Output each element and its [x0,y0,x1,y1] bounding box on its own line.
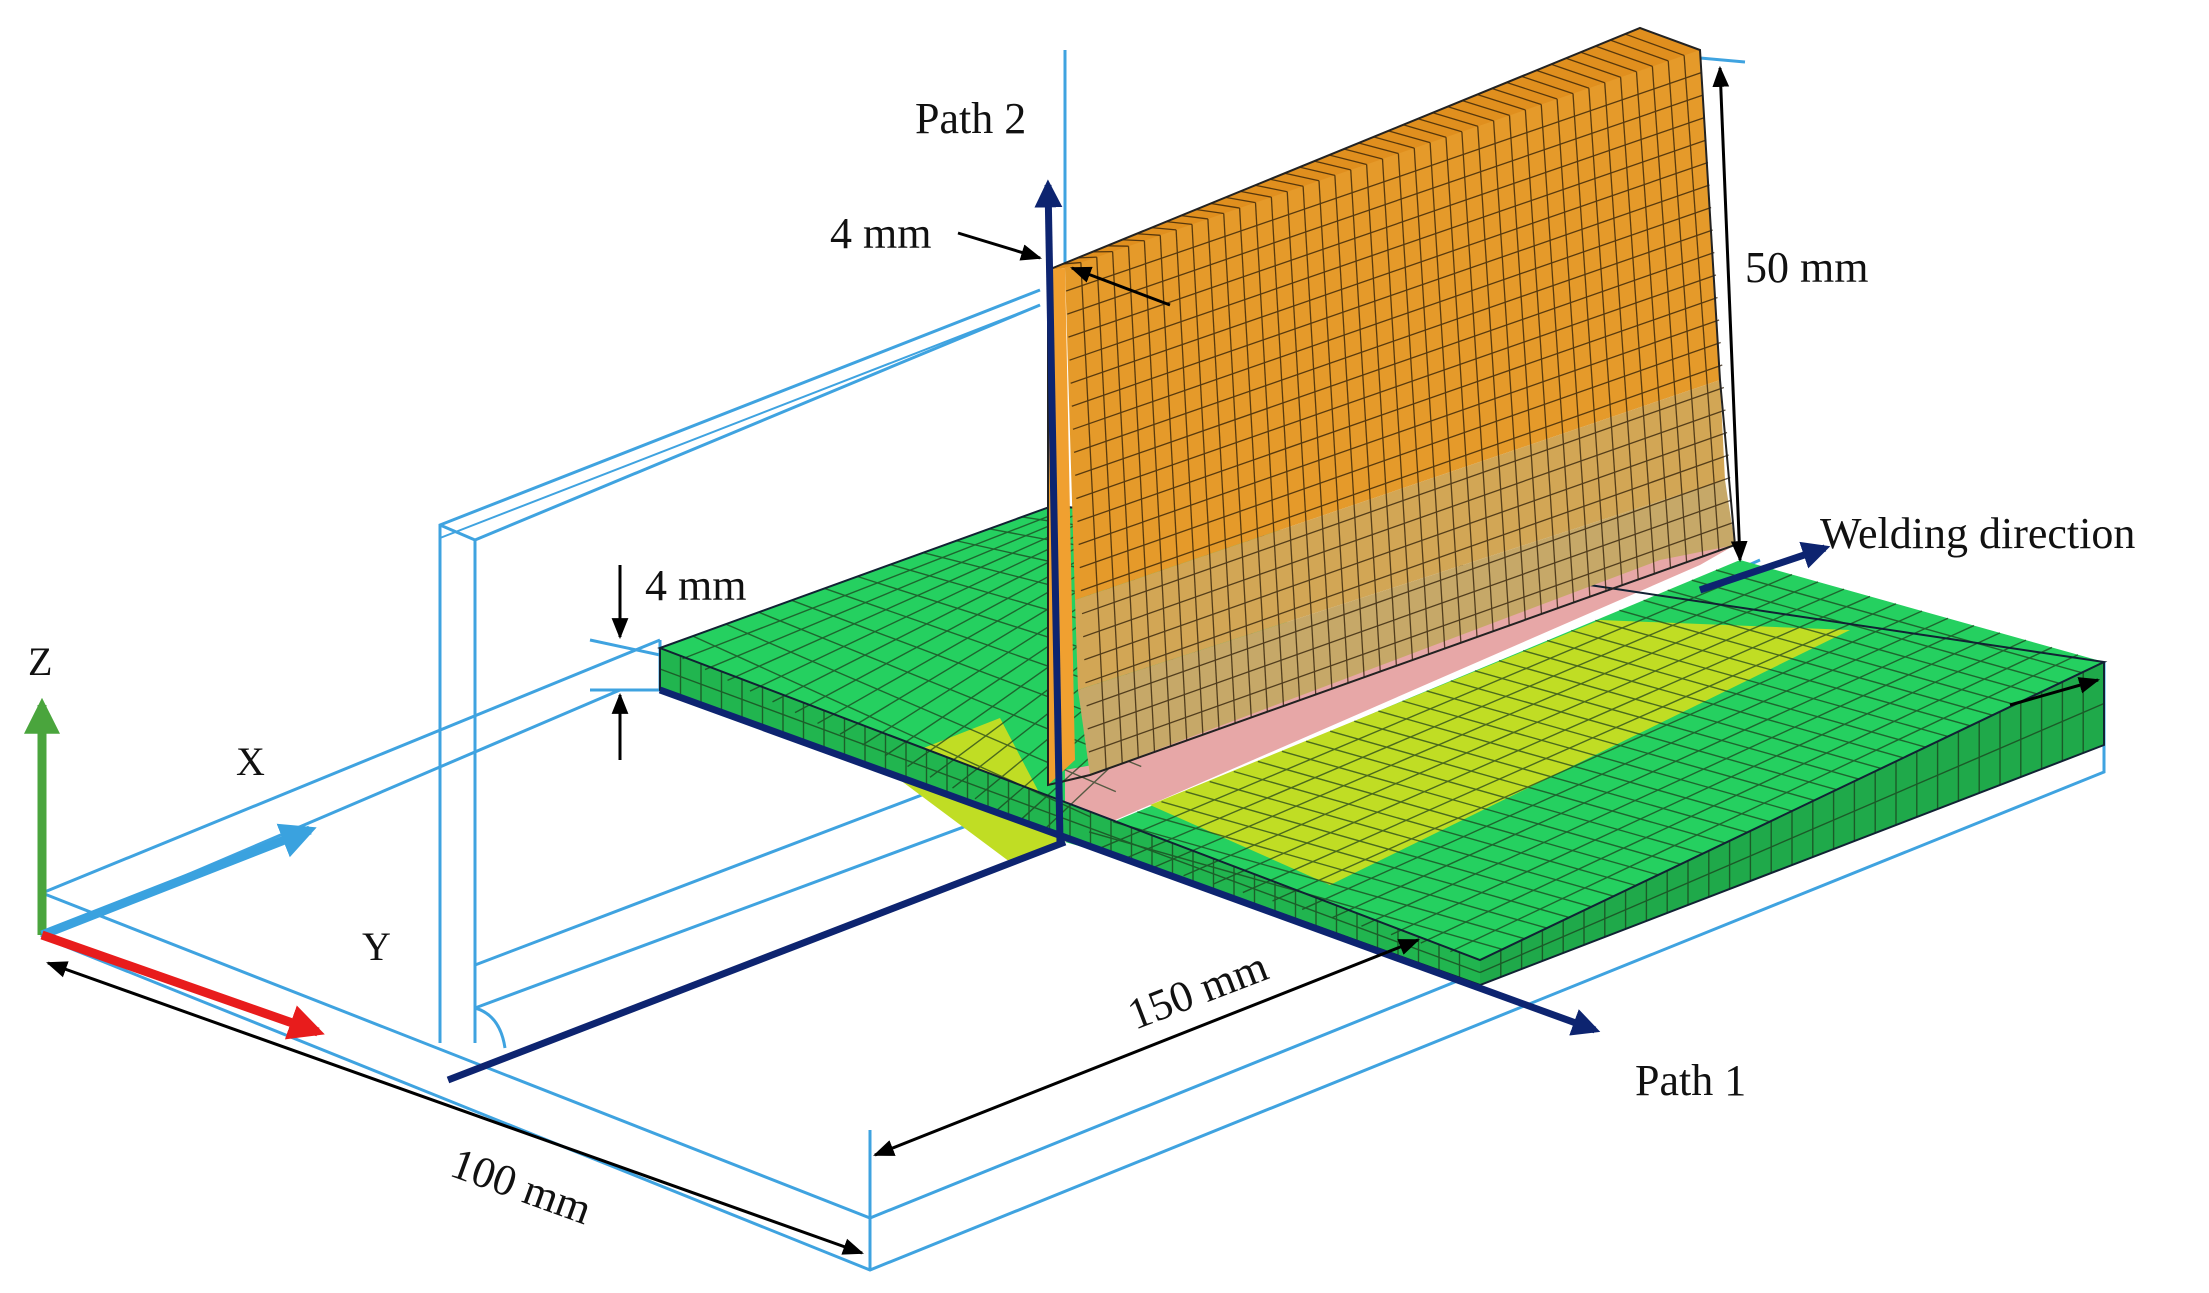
path1-line-near [448,842,1065,1080]
label-length: 150 mm [1121,941,1274,1039]
label-base-thickness: 4 mm [645,561,746,610]
coordinate-axes [42,705,318,1032]
label-axis-z: Z [28,639,52,684]
label-height: 50 mm [1745,243,1868,292]
dim-length-arrow [875,940,1418,1155]
label-axis-y: Y [362,924,391,969]
dim-width-arrow [48,963,862,1253]
label-path2: Path 2 [915,94,1026,143]
dim-top-thick-left-arrow [958,233,1040,258]
label-path1: Path 1 [1635,1056,1746,1105]
label-top-thickness: 4 mm [830,209,931,258]
label-axis-x: X [236,739,265,784]
label-welding-direction: Welding direction [1820,509,2135,558]
axis-x-arrow-icon [42,830,310,935]
